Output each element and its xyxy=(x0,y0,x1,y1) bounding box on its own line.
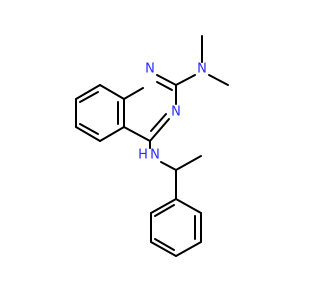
bond-c4-c4a xyxy=(123,126,151,142)
bond-n1-c2 xyxy=(156,74,177,86)
ring-nitrogen-3-label: N xyxy=(171,105,181,120)
molecule-structure: N N N N H xyxy=(75,35,229,257)
bond-n1-c2-inner xyxy=(156,81,173,91)
amine-nitrogen-label: N xyxy=(150,148,160,163)
bond-nme2-me2 xyxy=(208,74,229,86)
bond-ph6-inner xyxy=(154,204,175,217)
bond-nh-ch xyxy=(160,161,177,171)
bond-ch-me xyxy=(175,155,202,171)
bond-n3-c4-inner xyxy=(150,113,167,132)
ring-nitrogen-1-label: N xyxy=(145,62,155,77)
bond-c7-c8-inner xyxy=(79,91,99,103)
bond-c7-c8 xyxy=(75,84,101,100)
bond-c5-c6-inner xyxy=(79,123,99,135)
bond-ph3 xyxy=(175,241,202,257)
atom-labels: N N N N H xyxy=(138,62,207,163)
bond-c5-c6 xyxy=(75,126,101,142)
bond-c2-nme2 xyxy=(175,74,196,86)
bond-ph4-inner xyxy=(154,238,175,251)
bond-c8-c8a xyxy=(99,84,125,100)
amine-hydrogen-label: H xyxy=(138,148,148,163)
bond-n3-c4 xyxy=(149,118,170,142)
bond-ph1 xyxy=(175,198,202,214)
bond-ph6 xyxy=(150,198,177,214)
bond-lines xyxy=(75,35,229,257)
dimethylamino-nitrogen-label: N xyxy=(197,62,207,77)
bond-c4a-c5 xyxy=(99,126,125,142)
bond-ph4 xyxy=(150,241,177,257)
bond-c8a-n1 xyxy=(123,87,144,100)
